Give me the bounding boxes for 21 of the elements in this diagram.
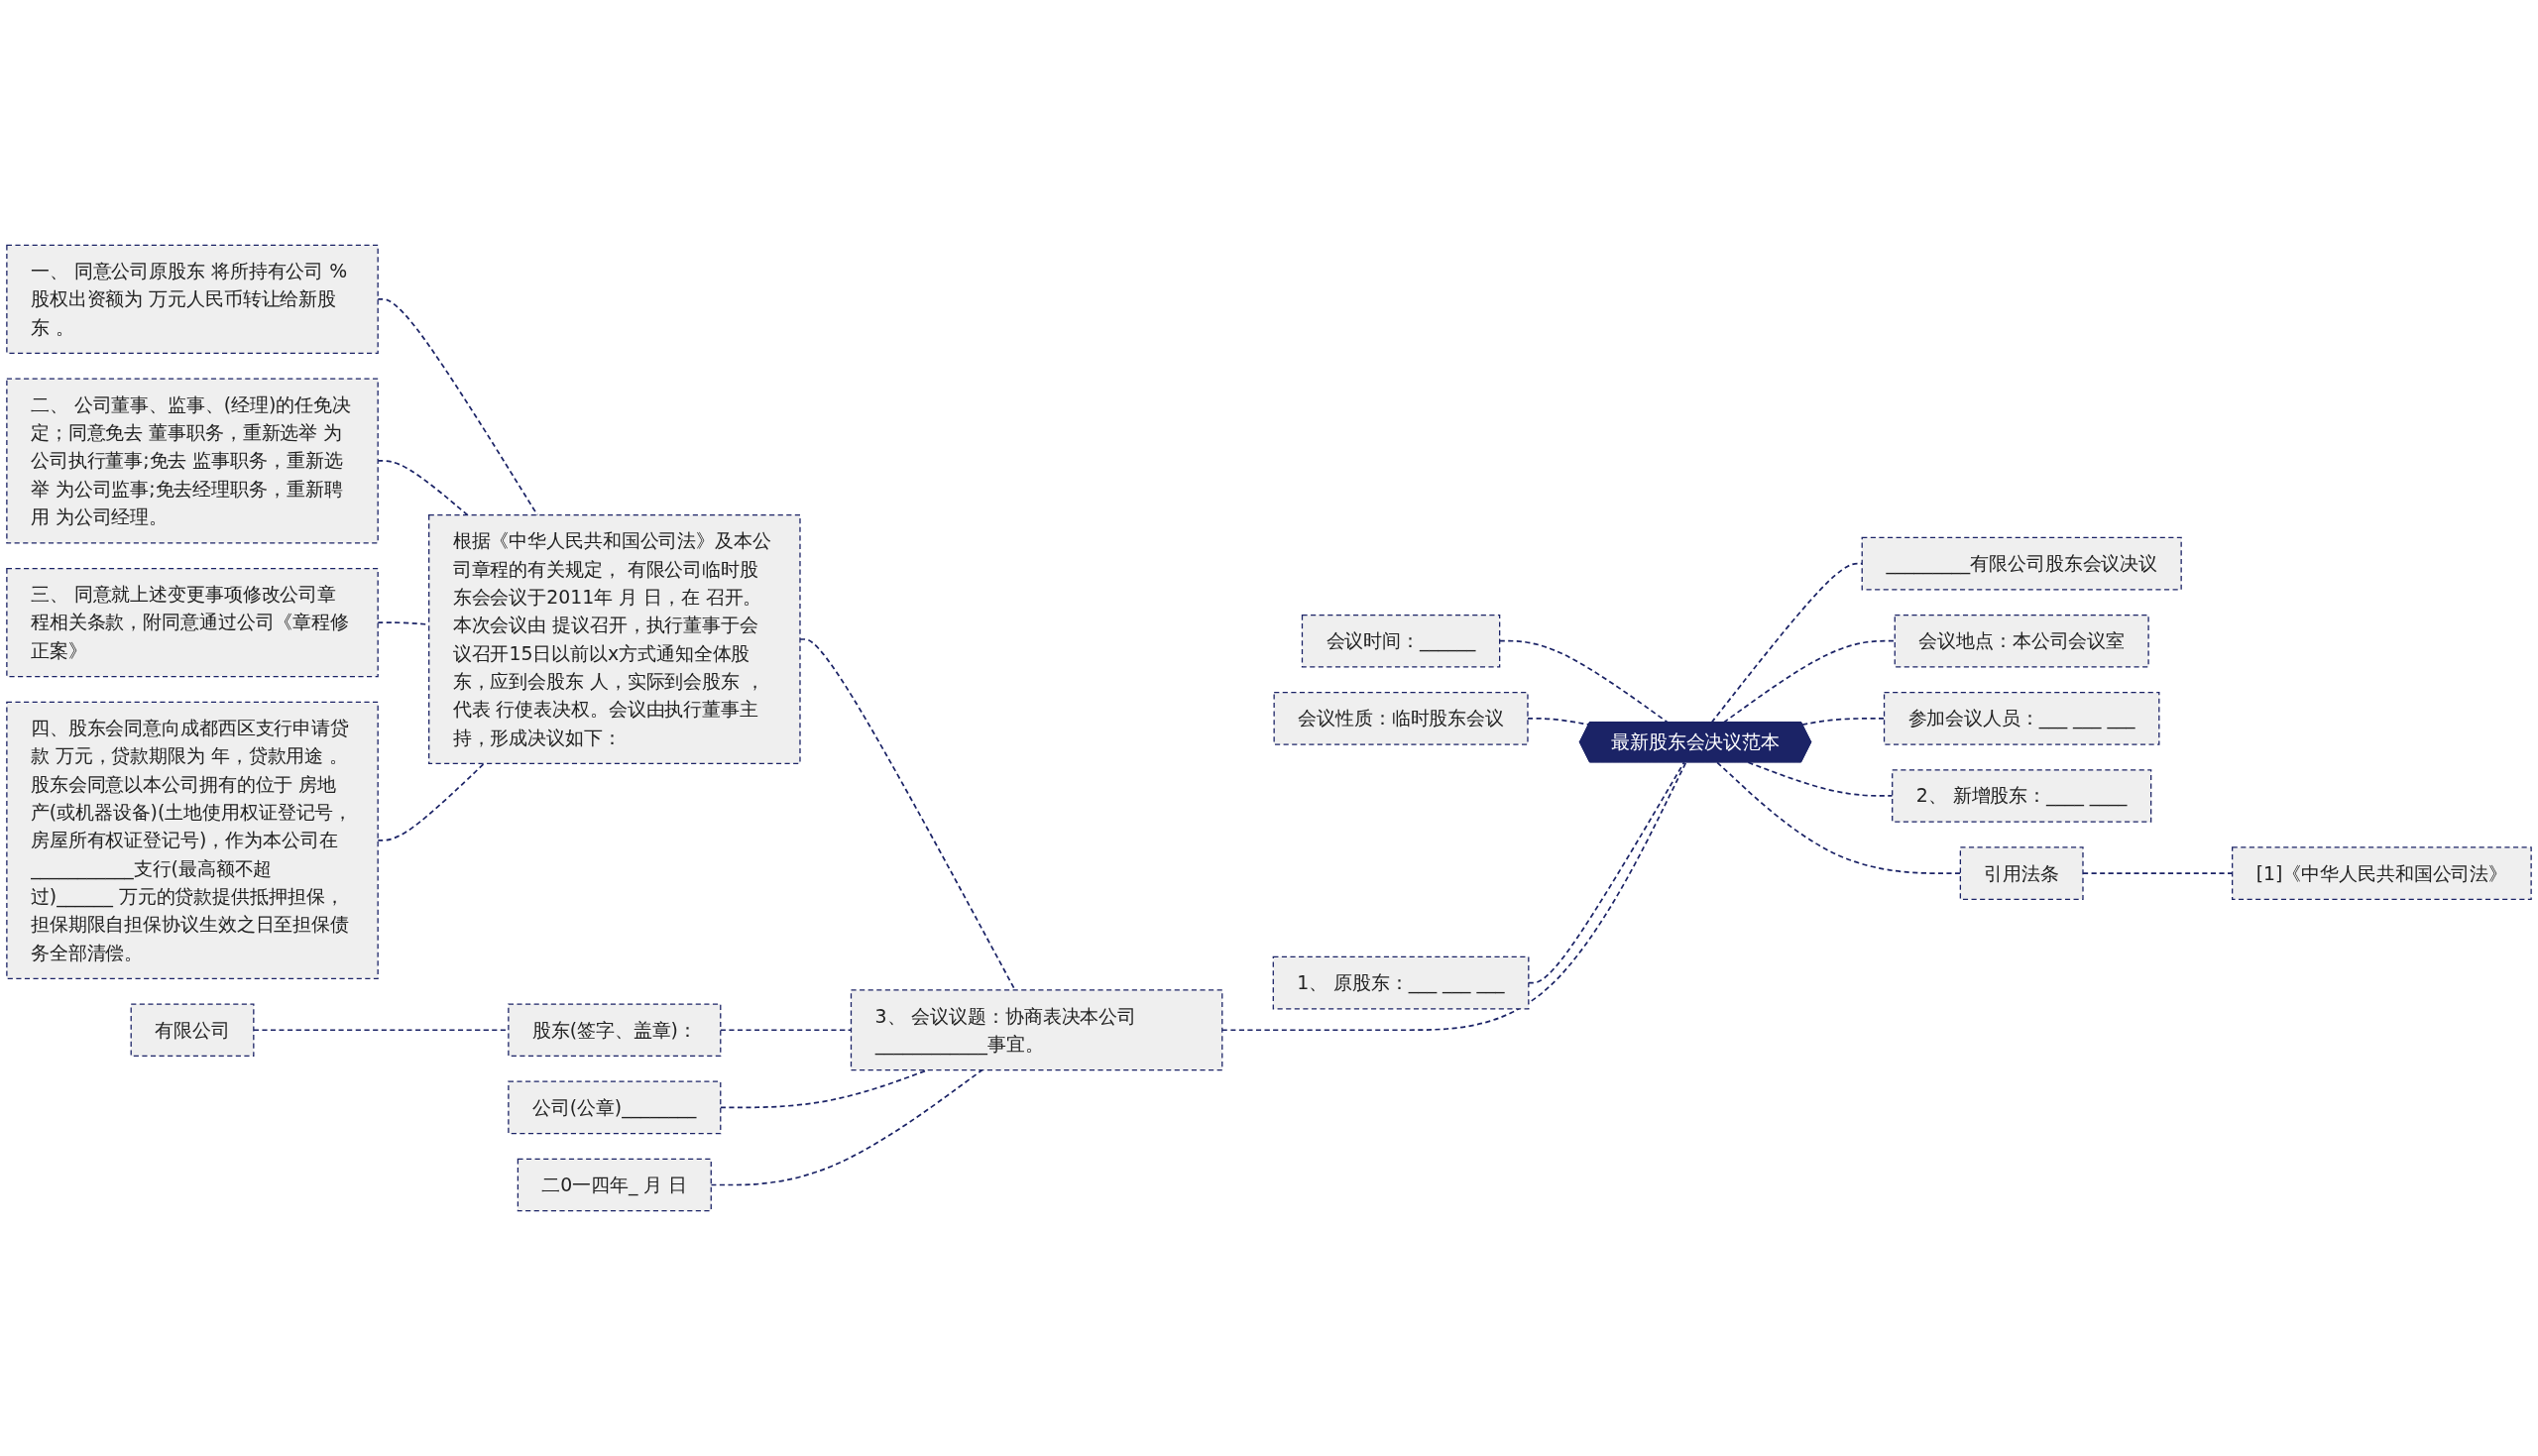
connector xyxy=(1527,718,1590,726)
node-box: 一、 同意公司原股东 将所持有公司 %股权出资额为 万元人民币转让给新股东 。 xyxy=(6,244,379,354)
node-box: 会议地点：本公司会议室 xyxy=(1894,614,2149,668)
node-box: 会议时间：______ xyxy=(1301,614,1501,668)
node-box: 会议性质：临时股东会议 xyxy=(1273,692,1529,745)
node-box: [1]《中华人民共和国公司法》 xyxy=(2232,846,2532,900)
node-box: 引用法条 xyxy=(1959,846,2084,900)
node-box: 2、 新增股东：____ ____ xyxy=(1892,769,2152,823)
node-box: 股东(签字、盖章)： xyxy=(508,1003,722,1058)
node-box: 3、 会议议题：协商表决本公司____________事宜。 xyxy=(850,989,1223,1071)
node-box: 有限公司 xyxy=(130,1003,255,1058)
node-box: 根据《中华人民共和国公司法》及本公司章程的有关规定， 有限公司临时股东会会议于2011年 月 日，在 召开。本次会议由 提议召开，执行董事于会议召开15日以前以x方式通知全体股东，应到会股东 人，实际到会股东 ，代表 行使表决权。会议由执行董事主持，形成决议如下： xyxy=(428,514,801,764)
node-box: 四、股东会同意向成都西区支行申请贷款 万元，贷款期限为 年，贷款用途 。股东会同意以本公司拥有的位于 房地产(或机器设备)(土地使用权证登记号，房屋所有权证登记号)，作为本公司在___________支行(最高额不超过)______ 万元的贷款提供抵押担保，担保期限自担保协议生效之日至担保债务全部清偿。 xyxy=(6,701,379,979)
node-box: 二、 公司董事、监事、(经理)的任免决定；同意免去 董事职务，重新选举 为公司执行董事;免去 监事职务，重新选举 为公司监事;免去经理职务，重新聘用 为公司经理。 xyxy=(6,378,379,544)
node-box: 1、 原股东：___ ___ ___ xyxy=(1272,955,1530,1010)
node-box: _________有限公司股东会议决议 xyxy=(1861,536,2182,591)
node-box: 参加会议人员：___ ___ ___ xyxy=(1883,692,2160,745)
node-box: 公司(公章)________ xyxy=(508,1080,722,1135)
node-box: 二0一四年_ 月 日 xyxy=(517,1158,712,1212)
connector xyxy=(799,638,1016,991)
node-box: 三、 同意就上述变更事项修改公司章程相关条款，附同意通过公司《章程修正案》 xyxy=(6,567,379,678)
